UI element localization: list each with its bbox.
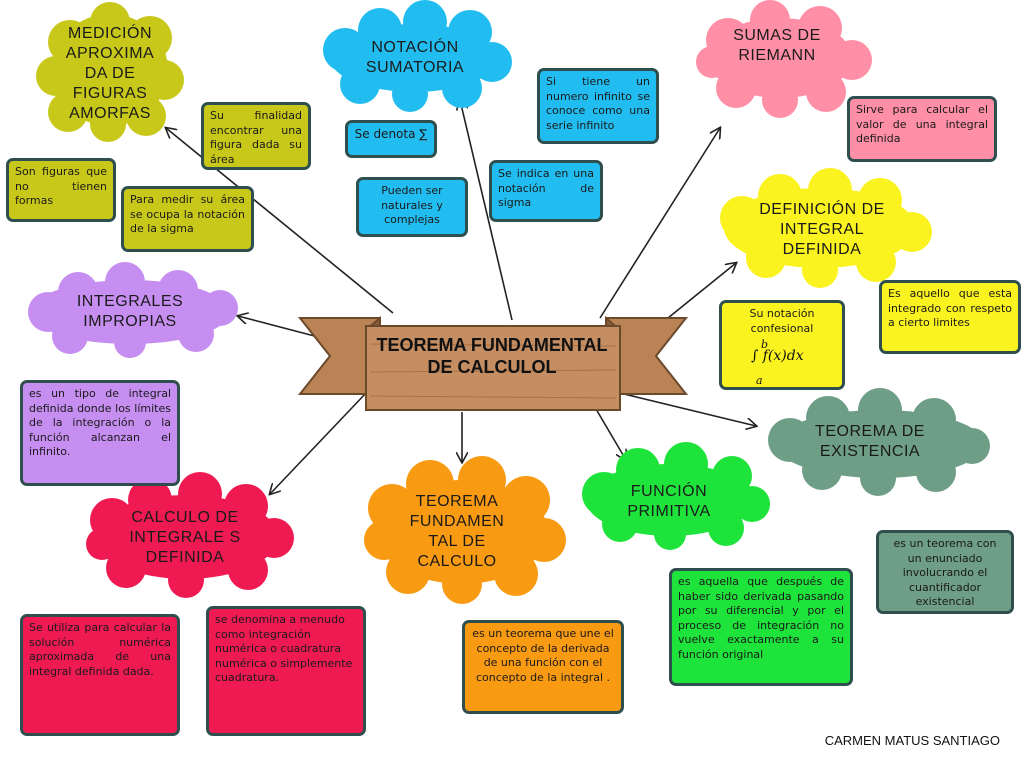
- arrow-to-definicion: [667, 263, 736, 319]
- box-utiliza: Se utiliza para calcular la solución num…: [20, 614, 180, 736]
- box-notacion-confesional: Su notación confesional: [719, 300, 845, 390]
- box-integrado: Es aquello que esta integrado con respet…: [879, 280, 1021, 354]
- cloud-calculo-def: [86, 472, 294, 598]
- cloud-definicion: [720, 168, 932, 288]
- box-naturales: Pueden ser naturales y complejas: [356, 177, 468, 237]
- box-indica: Se indica en una notación de sigma: [489, 160, 603, 222]
- box-denomina: se denomina a menudo como integración nu…: [206, 606, 366, 736]
- cloud-impropias: [28, 262, 238, 358]
- node-definicion: DEFINICIÓN DE INTEGRAL DEFINIDA: [759, 201, 885, 258]
- box-figuras: Son figuras que no tienen formas: [6, 158, 116, 222]
- arrow-to-existencia: [619, 392, 756, 426]
- cloud-notacion: [323, 0, 512, 112]
- box-denota: Se denota ∑: [345, 120, 437, 158]
- box-riemann-desc: Sirve para calcular el valor de una inte…: [847, 96, 997, 162]
- integral-formula: ∫ f(x)dx: [751, 348, 804, 364]
- node-existencia: TEOREMA DE EXISTENCIA: [815, 423, 925, 460]
- node-riemann: SUMAS DE RIEMANN: [733, 27, 821, 64]
- box-finalidad: Su finalidad encontrar una figura dada s…: [201, 102, 311, 170]
- cloud-riemann: [696, 0, 872, 118]
- arrow-to-calculo-def: [270, 391, 368, 494]
- box-impropia-desc: es un tipo de integral definida donde lo…: [20, 380, 180, 486]
- node-primitiva: FUNCIÓN PRIMITIVA: [627, 483, 711, 520]
- arrow-to-riemann: [599, 128, 720, 319]
- arrow-to-notacion: [460, 100, 513, 321]
- cloud-existencia: [768, 388, 990, 496]
- node-notacion: NOTACIÓN SUMATORIA: [365, 39, 465, 76]
- node-tfc: TEOREMA FUNDAMEN TAL DE CALCULO: [409, 493, 505, 570]
- box-tfc-desc: es un teorema que une el concepto de la …: [462, 620, 624, 714]
- central-banner: [297, 315, 689, 411]
- node-medicion: MEDICIÓN APROXIMA DA DE FIGURAS AMORFAS: [65, 25, 155, 122]
- central-title: TEOREMA FUNDAMENTAL DE CALCULOL: [376, 335, 608, 377]
- author-credit: CARMEN MATUS SANTIAGO: [824, 733, 1000, 748]
- box-primitiva-desc: es aquella que después de haber sido der…: [669, 568, 853, 686]
- box-infinito: Si tiene un numero infinito se conoce co…: [537, 68, 659, 144]
- node-impropias: INTEGRALES IMPROPIAS: [76, 293, 184, 330]
- arrow-to-primitiva: [595, 408, 626, 460]
- notacion-confesional-label: Su notación confesional: [749, 307, 815, 335]
- integral-lower-limit: a: [756, 374, 763, 387]
- box-existencia-desc: es un teorema con un enunciado involucra…: [876, 530, 1014, 614]
- node-calculo-def: CALCULO DE INTEGRALE S DEFINIDA: [129, 509, 241, 566]
- integral-upper-limit: b: [761, 338, 769, 351]
- cloud-tfc: [364, 456, 566, 604]
- cloud-primitiva: [582, 442, 770, 550]
- box-medir: Para medir su área se ocupa la notación …: [121, 186, 254, 252]
- cloud-medicion: [36, 2, 184, 142]
